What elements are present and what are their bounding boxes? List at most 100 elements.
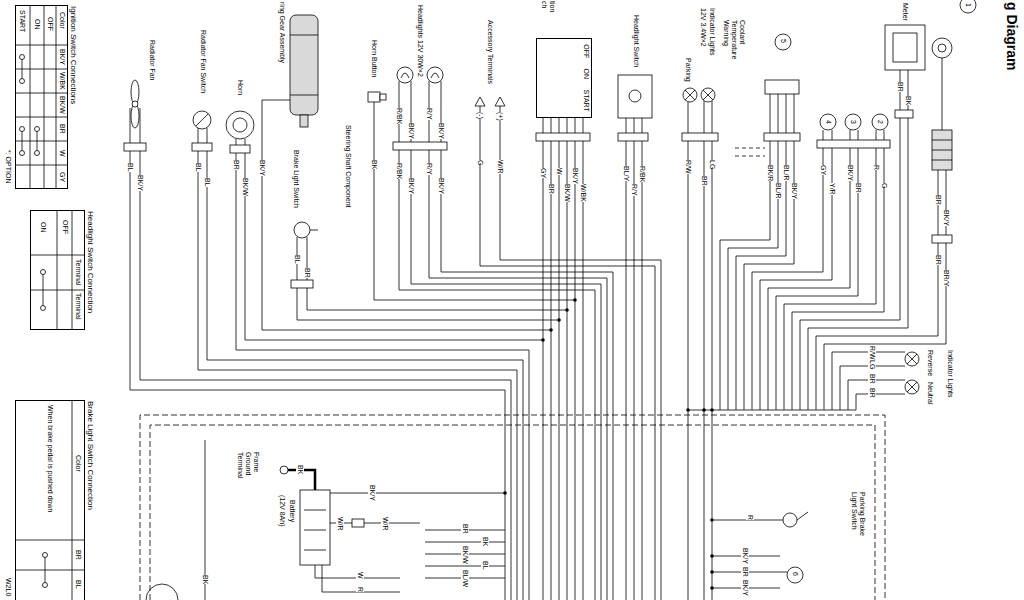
part-label: When brake pedal is pushed down [46,405,54,512]
part-label: tion [548,1,556,12]
wire-color-code: G [476,160,484,165]
wire-color-code: BR [934,255,942,265]
wire-color-code: BL/R [782,165,790,181]
wire-color-code: BK [370,160,378,169]
wire-color-code: BL [194,163,202,172]
terminal-circle [20,55,25,60]
part-label: Reverse [926,350,934,376]
bulb-cross [907,354,917,392]
part-label: Accessory Terminals [486,20,494,84]
part-label: Horn [236,80,244,95]
sensor-symbol [932,130,952,170]
connector [895,110,913,118]
junction-dot [710,554,714,558]
wire-color-code: BR [58,124,66,134]
wire-color-code: BK [904,96,912,105]
wire-color-code: W/BK [58,72,66,90]
wire-color-code: R/Y [425,108,433,120]
junction-dot [702,408,706,412]
meter-symbol [885,25,925,70]
part-label: Parking [684,58,692,82]
wire-color-code: BL/Y [622,166,630,181]
wire-color-code: BK/Y [437,178,445,194]
table-grid [30,210,85,330]
headlight-switch-symbol [618,75,652,118]
wire-color-code: BK [296,465,304,474]
wire-color-code: BK/W [563,184,571,202]
wire-color-code: G [880,183,888,188]
wire-color-code: BL [74,580,82,589]
terminal-circle [20,79,25,84]
part-label: Radiator Fan Switch [199,30,207,93]
horn-symbol [226,111,254,139]
wire-color-code: BK/Y [258,160,266,176]
part-label: Warning [722,20,730,46]
wire-color-code: BK/W [241,178,249,196]
connector [124,143,146,151]
wire-color-code: W [58,150,66,157]
junction-dot [573,298,577,302]
horn-symbol [233,118,247,132]
switch-position: OFF [582,44,590,58]
switch-position: ON [582,69,590,80]
fan-hub [132,101,138,107]
callout-circle [960,0,976,13]
part-label: Coolant [738,20,746,44]
callout-circle [872,114,888,130]
wire-color-code: BL [203,178,211,187]
wire-color-code: R/BK [395,163,403,179]
fan-blade [131,80,139,104]
wire-color-code: BR [854,183,862,193]
connector [230,145,250,153]
steering-gear-illustration [290,35,318,95]
part-label: Radiator Fan [148,40,156,80]
wire-color-code: BL [126,163,134,172]
junction-dot [503,491,507,495]
switch-lever [797,512,808,520]
connector [291,280,313,288]
wire-color-code: ON [33,19,41,30]
connector [618,133,648,141]
part-label: Frame Ground Terminal [236,452,260,492]
wire-color-code: R [872,165,880,170]
part-label: 12V 3.4W×2 [699,8,707,47]
part-label: Meter [901,3,909,21]
steering-gear-illustration [290,15,318,115]
connector [393,142,447,150]
wire-color-code: BK/Y [846,165,854,181]
part-label: Color [74,455,82,472]
part-label: Steering Shaft Component [344,125,352,208]
wire-color-code: BL/R [774,183,782,199]
junction-dot [541,338,545,342]
wire-color-code: GY [58,172,66,182]
wire-color-code: ON [39,222,47,233]
connector [192,143,212,151]
gauge-symbol [932,38,952,58]
part-label: Temperature [730,20,738,59]
wire [688,70,946,410]
wire-color-code: R/Y [630,184,638,196]
ignition-switch-body: OFFONSTART [536,38,592,118]
callout-number: 5 [779,39,787,43]
battery-cells [304,510,326,550]
meter-symbol [893,33,917,62]
wire-color-code: BR [303,268,311,278]
wire [130,81,661,600]
junction-dot [710,518,714,522]
terminal-circle [43,583,48,588]
wire-color-code: BK/Y [741,548,749,564]
headlight-switch-symbol [629,90,641,102]
wire-color-code: BK/R [766,165,774,181]
wire [543,101,712,600]
wire-arc [146,584,178,600]
brake-switch-symbol [294,222,310,238]
wire-color-code: W/R [496,160,504,174]
wire-color-code: W [356,572,364,579]
wire-color-code: BR/Y [942,270,950,286]
wire-color-code: BK [481,537,489,546]
wire-color-code: GY [539,168,547,178]
wire-color-code: LG [868,360,876,369]
part-label: OFF [61,220,69,234]
